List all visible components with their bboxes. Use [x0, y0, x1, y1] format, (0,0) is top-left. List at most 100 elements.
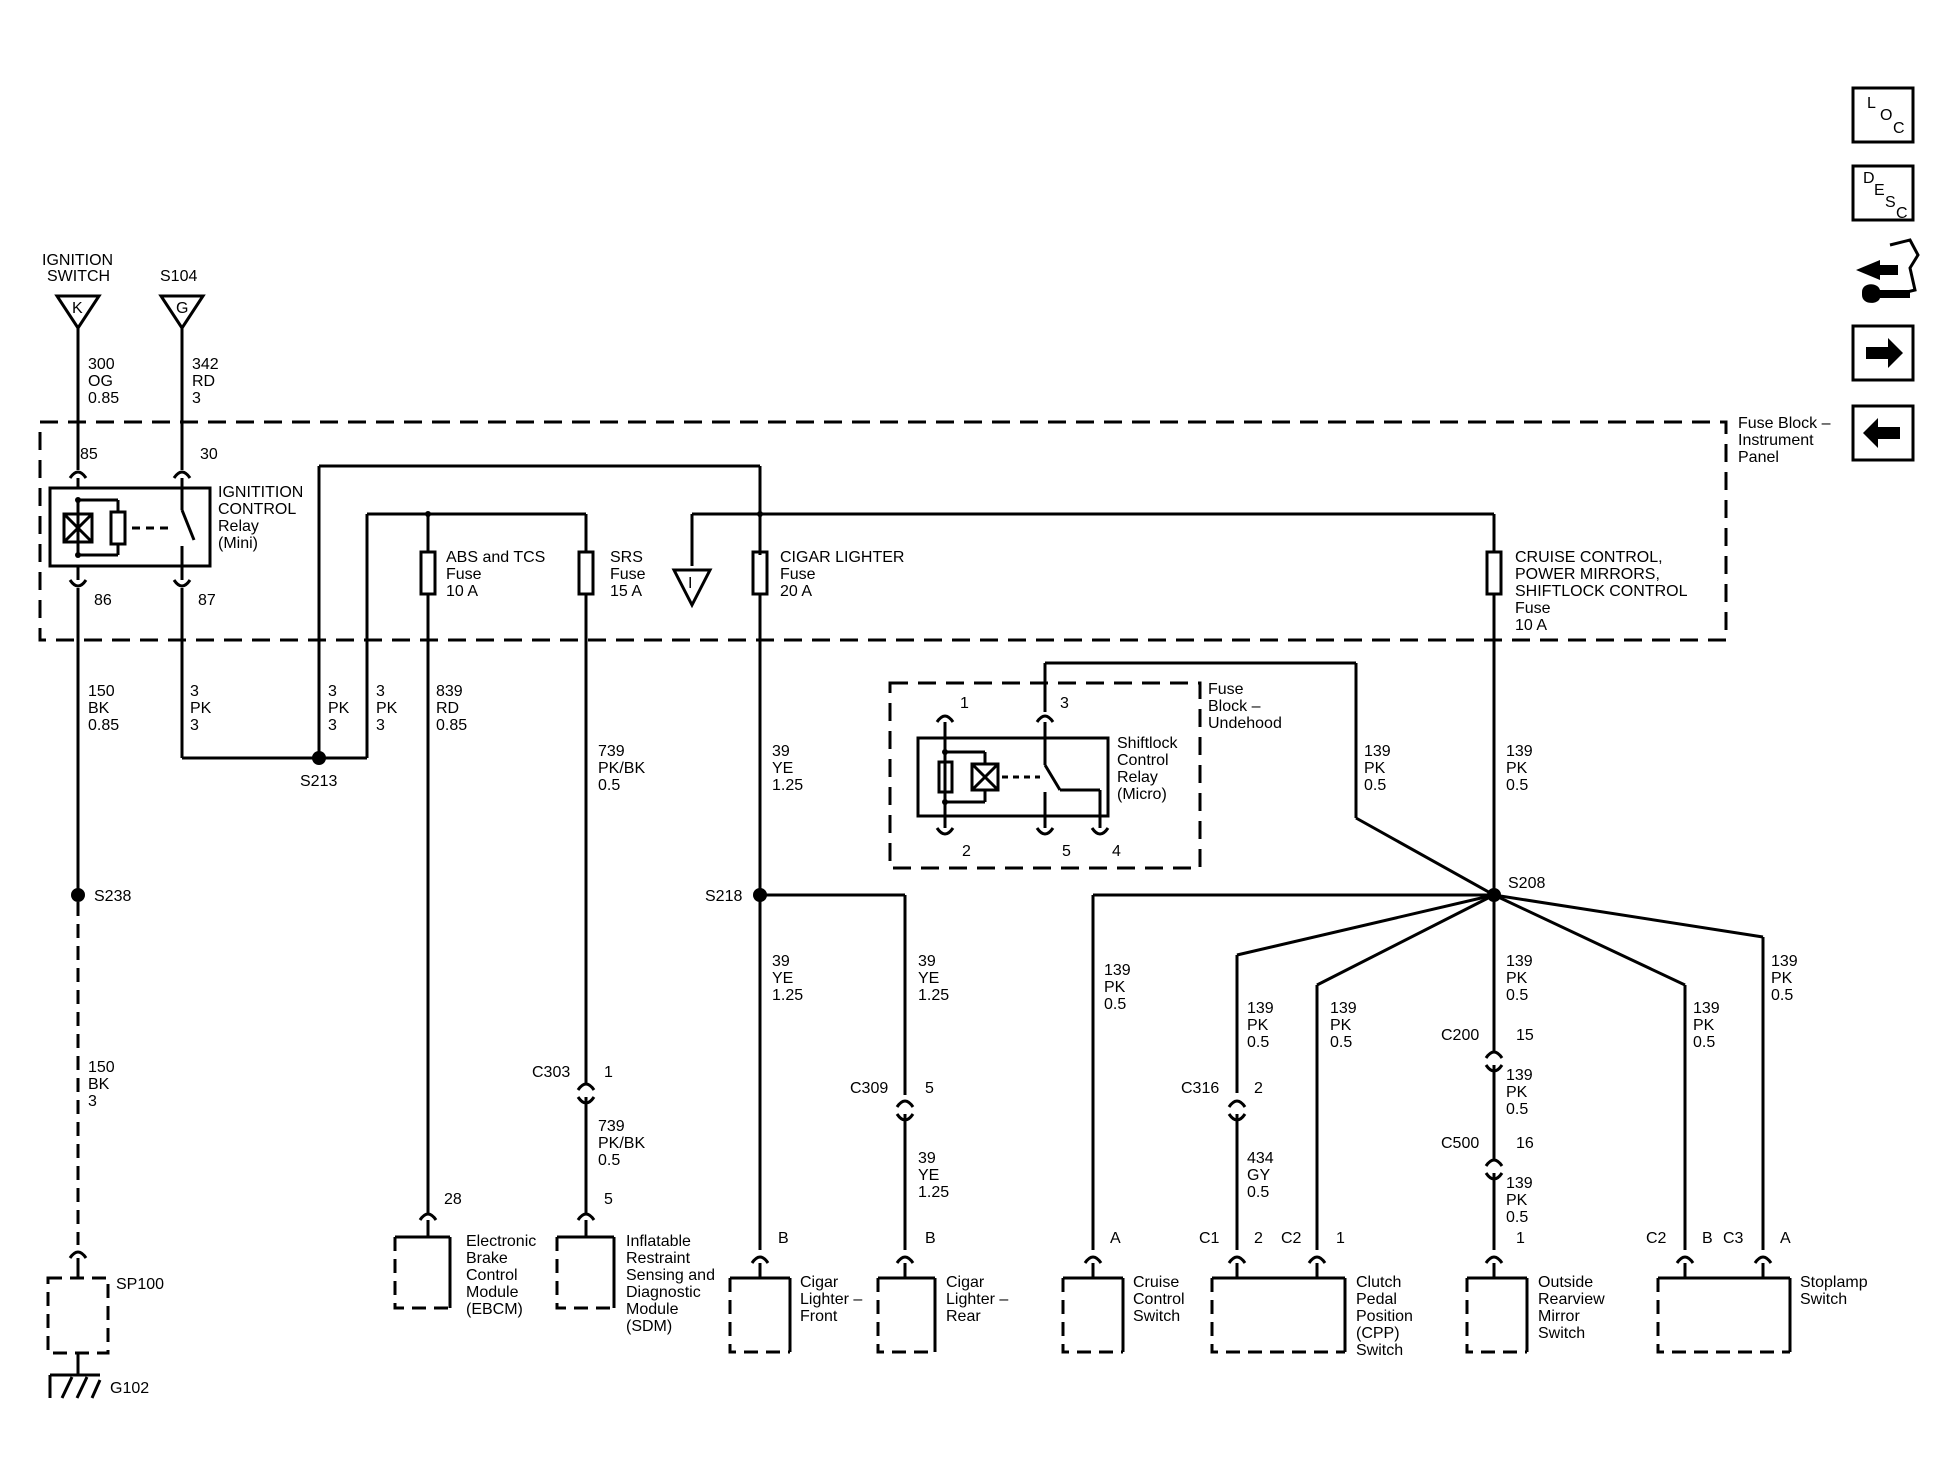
fuse-block-undehood-label: Fuse Block – Undehood — [1208, 681, 1282, 732]
svg-text:16: 16 — [1516, 1135, 1534, 1152]
svg-text:I: I — [688, 575, 692, 592]
svg-text:PK: PK — [1247, 1017, 1269, 1034]
svg-text:0.5: 0.5 — [1330, 1034, 1352, 1051]
svg-text:PK: PK — [376, 700, 398, 717]
svg-text:PK: PK — [190, 700, 212, 717]
loc-letter-o: O — [1880, 107, 1892, 124]
splice-s213 — [312, 751, 326, 765]
svg-text:3: 3 — [192, 390, 201, 407]
svg-text:PK: PK — [1506, 970, 1528, 987]
wire-label-739b: 739 PK/BK 0.5 — [598, 1118, 645, 1169]
desc-button[interactable]: D E S C — [1851, 164, 1915, 222]
svg-text:PK: PK — [1506, 760, 1528, 777]
svg-text:0.5: 0.5 — [598, 777, 620, 794]
svg-text:CRUISE CONTROL,: CRUISE CONTROL, — [1515, 549, 1663, 566]
shiftlock-control-relay: 1 3 Shiftlock Control Relay (Micro) — [916, 695, 1178, 860]
svg-text:Diagnostic: Diagnostic — [626, 1284, 701, 1301]
svg-text:2: 2 — [1254, 1230, 1263, 1247]
next-button[interactable] — [1851, 324, 1915, 382]
pin-5: 5 — [1062, 843, 1071, 860]
svg-text:0.5: 0.5 — [1247, 1184, 1269, 1201]
splice-label-s208: S208 — [1508, 875, 1545, 892]
svg-text:RD: RD — [436, 700, 459, 717]
svg-text:Switch: Switch — [1800, 1291, 1847, 1308]
source-letter: G — [176, 300, 188, 317]
fuse-cruise-control: CRUISE CONTROL, POWER MIRRORS, SHIFTLOCK… — [1485, 514, 1688, 895]
pin-87: 87 — [198, 592, 216, 609]
source-label: S104 — [160, 268, 197, 285]
svg-text:0.85: 0.85 — [88, 717, 119, 734]
svg-text:Fuse: Fuse — [780, 566, 816, 583]
svg-text:3: 3 — [328, 683, 337, 700]
svg-text:OG: OG — [88, 373, 113, 390]
wire-label-3b: 3 PK 3 — [328, 683, 350, 734]
desc-letter-e: E — [1874, 182, 1885, 199]
cigar-lighter-rear: B Cigar Lighter – Rear — [876, 1230, 1008, 1354]
pin-30: 30 — [200, 446, 218, 463]
svg-text:Position: Position — [1356, 1308, 1413, 1325]
svg-text:C316: C316 — [1181, 1080, 1219, 1097]
cigar-lighter-front: B Cigar Lighter – Front — [728, 1230, 862, 1354]
svg-text:434: 434 — [1247, 1150, 1274, 1167]
svg-text:Brake: Brake — [466, 1250, 508, 1267]
wire-label-139h: 139 PK 0.5 — [1506, 1175, 1533, 1226]
wire-label-39a: 39 YE 1.25 — [772, 743, 803, 794]
svg-text:0.5: 0.5 — [1104, 996, 1126, 1013]
desc-letter-d: D — [1863, 170, 1875, 187]
svg-text:Relay: Relay — [1117, 769, 1158, 786]
svg-text:C1: C1 — [1199, 1230, 1220, 1247]
svg-text:150: 150 — [88, 1059, 115, 1076]
stoplamp-switch: C2 B C3 A Stoplamp Switch — [1646, 1230, 1868, 1354]
svg-text:739: 739 — [598, 743, 625, 760]
svg-text:PK: PK — [1693, 1017, 1715, 1034]
svg-text:Lighter –: Lighter – — [946, 1291, 1008, 1308]
svg-text:20 A: 20 A — [780, 583, 812, 600]
svg-text:Block –: Block – — [1208, 698, 1261, 715]
svg-text:0.5: 0.5 — [1364, 777, 1386, 794]
tools-icon[interactable] — [1856, 238, 1920, 303]
svg-text:SRS: SRS — [610, 549, 643, 566]
svg-text:PK: PK — [1104, 979, 1126, 996]
svg-text:0.5: 0.5 — [1506, 1101, 1528, 1118]
svg-text:Switch: Switch — [1538, 1325, 1585, 1342]
svg-text:YE: YE — [918, 970, 939, 987]
svg-text:1: 1 — [604, 1064, 613, 1081]
svg-text:1.25: 1.25 — [772, 777, 803, 794]
svg-text:0.85: 0.85 — [436, 717, 467, 734]
desc-letter-s: S — [1885, 194, 1896, 211]
svg-text:Lighter –: Lighter – — [800, 1291, 862, 1308]
svg-text:1.25: 1.25 — [772, 987, 803, 1004]
prev-button[interactable] — [1851, 404, 1915, 462]
svg-text:RD: RD — [192, 373, 215, 390]
svg-text:Restraint: Restraint — [626, 1250, 691, 1267]
svg-text:3: 3 — [376, 717, 385, 734]
wire-label-39d: 39 YE 1.25 — [918, 1150, 949, 1201]
fuse-cigar-lighter: CIGAR LIGHTER Fuse 20 A — [751, 511, 904, 1250]
c200-connector: C200 15 — [1441, 1027, 1534, 1073]
splice-s238 — [71, 888, 85, 902]
wire-label-139a: 139 PK 0.5 — [1364, 743, 1391, 794]
loc-button[interactable]: L O C — [1851, 86, 1915, 144]
svg-text:139: 139 — [1104, 962, 1131, 979]
c303-connector: C303 1 — [532, 1064, 613, 1105]
svg-text:ABS and TCS: ABS and TCS — [446, 549, 545, 566]
wire-label-139g: 139 PK 0.5 — [1506, 1067, 1533, 1118]
pin-1: 1 — [960, 695, 969, 712]
fuse-i-source: I — [671, 568, 713, 609]
svg-text:PK: PK — [328, 700, 350, 717]
loc-letter-l: L — [1867, 95, 1876, 112]
svg-text:139: 139 — [1506, 743, 1533, 760]
pin-2: 2 — [962, 843, 971, 860]
svg-text:10 A: 10 A — [446, 583, 478, 600]
wire-label-139c: 139 PK 0.5 — [1104, 962, 1131, 1013]
source-letter: K — [72, 300, 83, 317]
svg-text:Pedal: Pedal — [1356, 1291, 1397, 1308]
ebcm-component: 28 Electronic Brake Control Module (EBCM… — [393, 1191, 536, 1318]
c500-connector: C500 16 — [1441, 1135, 1534, 1181]
svg-text:0.5: 0.5 — [1693, 1034, 1715, 1051]
desc-letter-c: C — [1896, 205, 1908, 222]
source-label-line2: SWITCH — [47, 268, 110, 285]
wire-label-139b: 139 PK 0.5 — [1506, 743, 1533, 794]
wire-label-150a: 150 BK 0.85 — [88, 683, 119, 734]
wire-label-739a: 739 PK/BK 0.5 — [598, 743, 645, 794]
